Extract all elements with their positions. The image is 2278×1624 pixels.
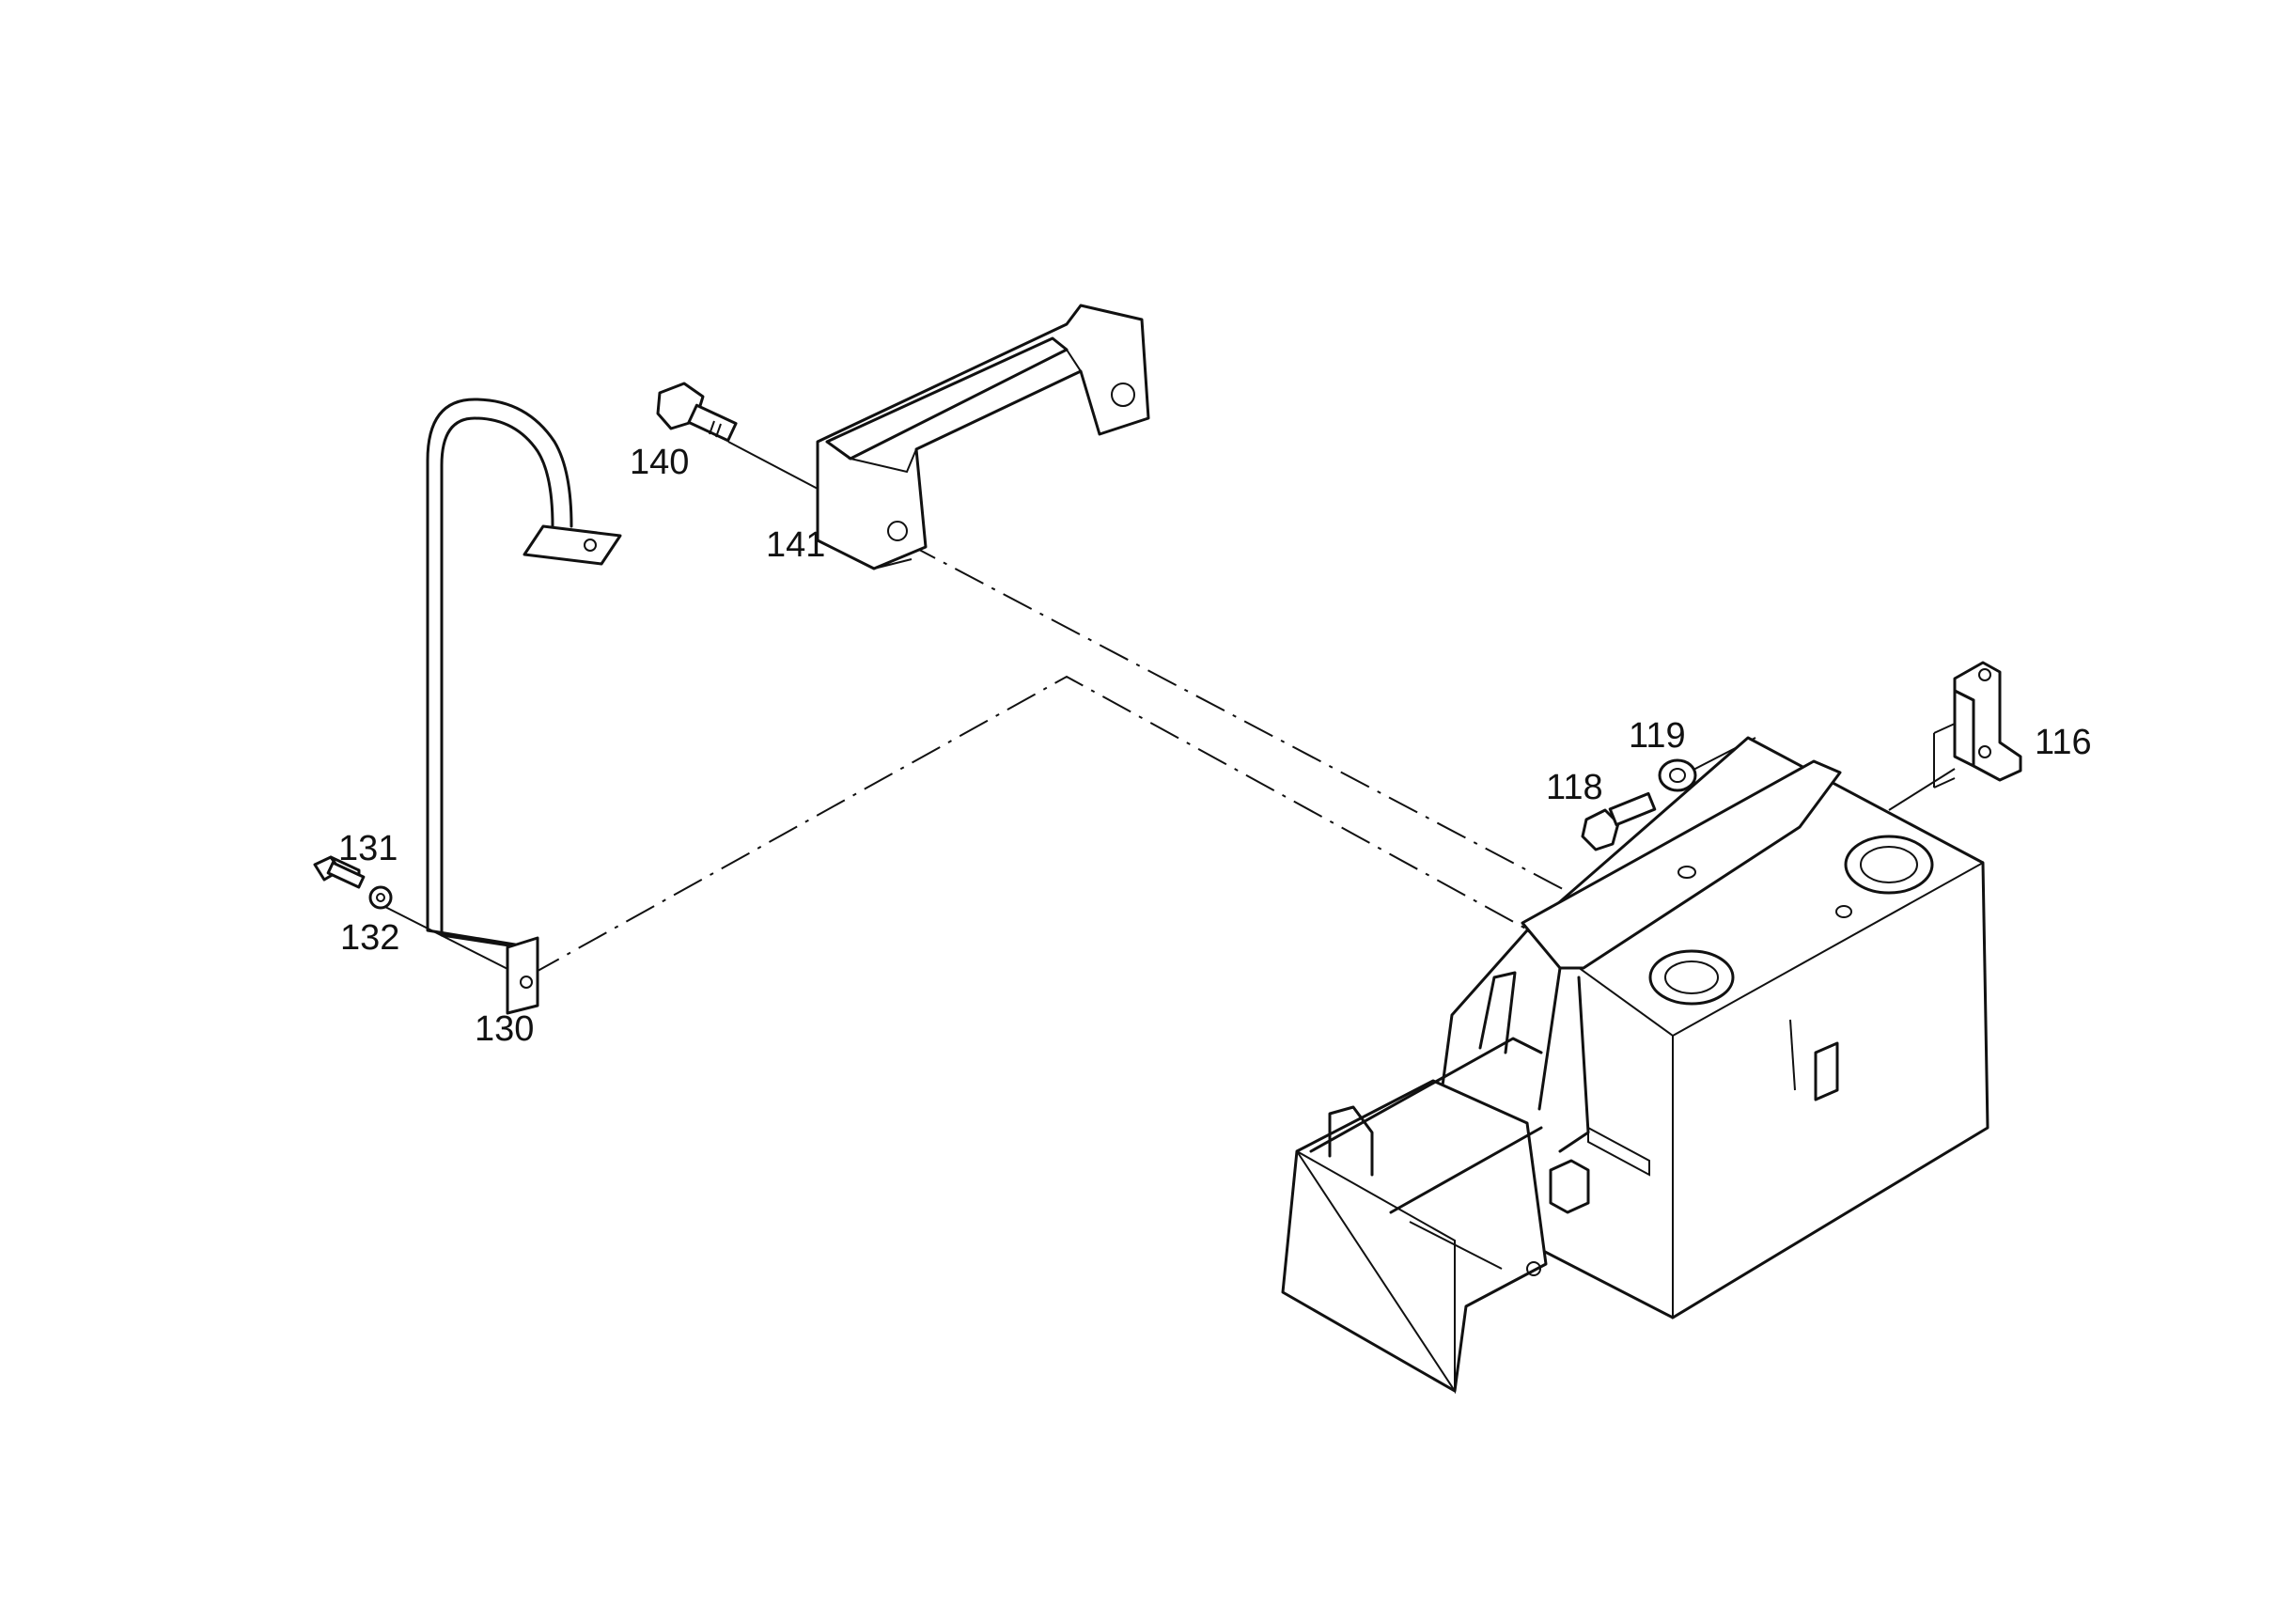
handrail-part-130 [426,398,622,1015]
part-labels: 116 118 119 130 131 132 140 141 [338,443,2092,1049]
part-label-116: 116 [2035,723,2092,762]
bolt-part-140 [656,382,738,443]
part-label-140: 140 [630,443,689,482]
assembly-line-handrail [530,675,1599,976]
leader-132 [384,906,516,974]
tank-housing [1281,736,1989,1395]
bolt-part-131 [313,855,366,889]
part-label-119: 119 [1629,716,1686,756]
bolt-part-118 [1581,791,1657,851]
part-label-130: 130 [475,1009,534,1049]
leader-116 [1888,768,1956,811]
washer-part-132 [368,885,393,910]
part-label-131: 131 [338,829,398,868]
washer-part-119 [1658,758,1697,792]
assembly-line-bracket [906,542,1580,898]
bracket-part-116 [1933,661,2022,789]
part-label-132: 132 [340,918,399,958]
assembly-lines [384,441,1956,976]
part-label-118: 118 [1546,768,1603,807]
bracket-part-141 [816,304,1150,570]
leader-140 [727,441,819,490]
part-label-141: 141 [766,525,825,565]
